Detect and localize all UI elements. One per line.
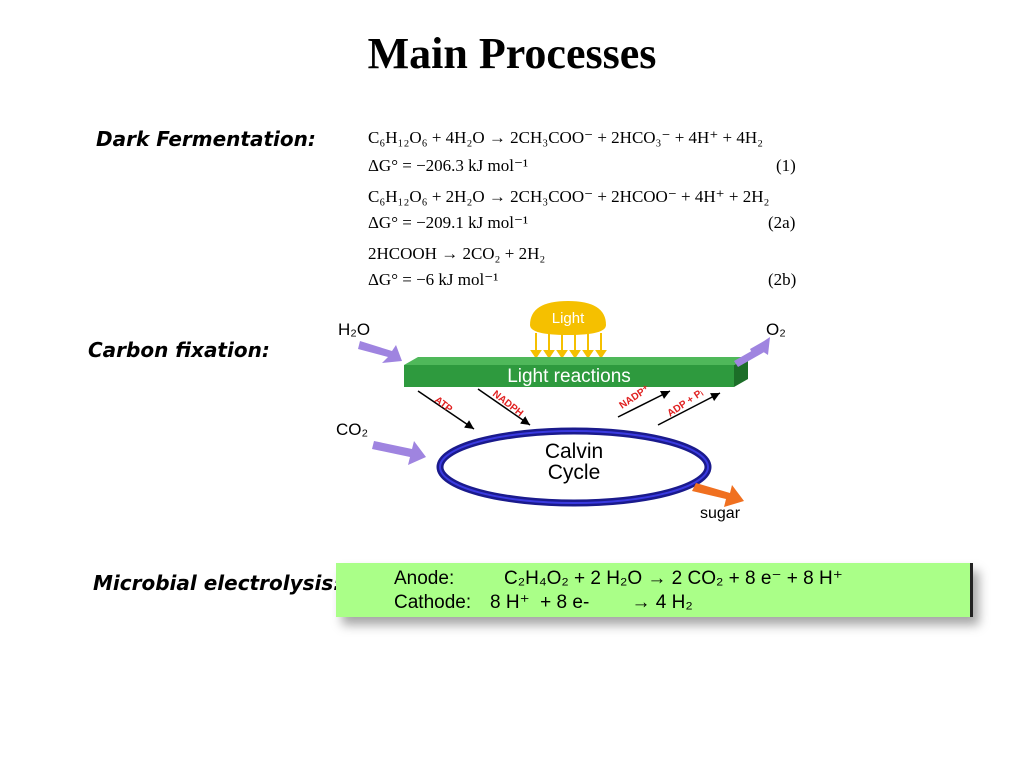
- light-rays: [530, 333, 607, 359]
- equation-number-2a: (2a): [768, 213, 796, 232]
- nadph-text: NADPH: [490, 389, 525, 420]
- nadp-arrow: [617, 390, 671, 418]
- carbon-fixation-label: Carbon fixation:: [88, 338, 270, 362]
- delta-g-2a: ΔG° = −209.1 kJ mol⁻¹: [368, 213, 529, 232]
- nadph-arrow: [477, 388, 531, 426]
- equation-1: C₆H₁₂O₆ + 4H₂O → 2CH₃COO⁻ + 2HCO₃⁻ + 4H⁺…: [368, 128, 764, 147]
- co2-arrow: [372, 441, 426, 465]
- cathode-label: Cathode:: [394, 592, 472, 613]
- delta-g-1: ΔG° = −206.3 kJ mol⁻¹: [368, 156, 529, 175]
- atp-text: ATP: [432, 395, 454, 416]
- sugar-label: sugar: [700, 505, 741, 522]
- cathode-equation: 8 H⁺ + 8 e- → 4 H₂: [490, 592, 693, 613]
- h2o-label: H₂O: [338, 320, 370, 339]
- anode-row: Anode: C₂H₄O₂ + 2 H₂O → 2 CO₂ + 8 e⁻ + 8 …: [394, 567, 843, 590]
- equation-number-1: (1): [776, 156, 796, 175]
- carbon-fixation-diagram: Light Light reactions H₂O O₂ ATP NADPH N…: [336, 301, 786, 522]
- equation-number-2b: (2b): [768, 270, 797, 289]
- calvin-text-line1: Calvin: [545, 440, 603, 463]
- equation-2a: C₆H₁₂O₆ + 2H₂O → 2CH₃COO⁻ + 2HCOO⁻ + 4H⁺…: [368, 187, 770, 206]
- delta-g-2b: ΔG° = −6 kJ mol⁻¹: [368, 270, 499, 289]
- o2-label: O₂: [766, 320, 786, 339]
- cathode-row: Cathode: 8 H⁺ + 8 e- → 4 H₂: [394, 591, 693, 614]
- anode-label: Anode:: [394, 568, 455, 589]
- h2o-arrow: [358, 341, 402, 363]
- atp-arrow: [417, 390, 475, 430]
- o2-arrow-shaft: [734, 345, 766, 367]
- calvin-cycle: Calvin Cycle: [436, 427, 712, 507]
- light-text: Light: [552, 310, 585, 327]
- microbial-electrolysis-label: Microbial electrolysis:: [93, 571, 342, 595]
- calvin-text-line2: Cycle: [548, 461, 601, 484]
- co2-label: CO₂: [336, 420, 368, 439]
- adp-arrow: [657, 392, 721, 426]
- light-reactions-bar: Light reactions: [404, 357, 748, 387]
- light-sun-shape: [530, 301, 606, 335]
- light-reactions-text: Light reactions: [507, 366, 631, 387]
- dark-fermentation-label: Dark Fermentation:: [96, 127, 316, 151]
- microbial-electrolysis-box: Anode: C₂H₄O₂ + 2 H₂O → 2 CO₂ + 8 e⁻ + 8 …: [336, 563, 973, 617]
- nadp-text: NADP⁺: [618, 384, 652, 412]
- light-source: Light: [530, 301, 607, 359]
- equation-2b: 2HCOOH → 2CO₂ + 2H₂: [368, 244, 546, 263]
- page-title: Main Processes: [367, 29, 657, 78]
- sugar-arrow: [692, 483, 744, 507]
- anode-equation: C₂H₄O₂ + 2 H₂O → 2 CO₂ + 8 e⁻ + 8 H⁺: [504, 568, 843, 589]
